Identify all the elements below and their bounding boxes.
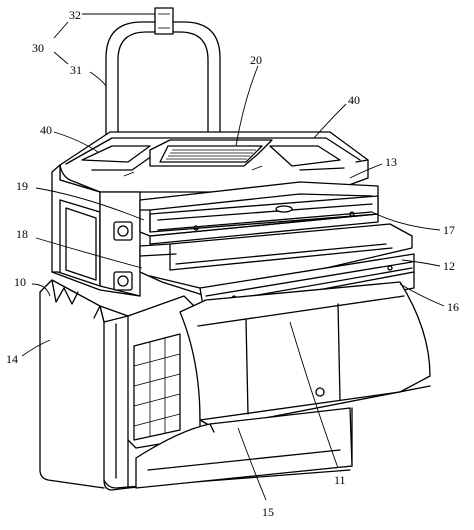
callout-16: 16 xyxy=(447,300,459,314)
callout-17: 17 xyxy=(443,223,455,237)
callout-40-left: 40 xyxy=(40,123,52,137)
callout-10: 10 xyxy=(14,275,26,289)
callout-18: 18 xyxy=(16,227,28,241)
callout-40-right: 40 xyxy=(348,93,360,107)
callout-30: 30 xyxy=(32,41,44,55)
callout-32: 32 xyxy=(69,8,81,22)
callout-12: 12 xyxy=(443,259,455,273)
cover-latch xyxy=(315,387,325,397)
upper-drawer-handle xyxy=(275,205,293,213)
callout-20: 20 xyxy=(250,53,262,67)
handle xyxy=(105,7,221,139)
right-compartment xyxy=(269,145,341,167)
leader-lines xyxy=(21,13,445,501)
left-compartment xyxy=(81,145,151,163)
callout-31: 31 xyxy=(70,63,82,77)
lower-lock-button xyxy=(113,271,133,291)
callout-14: 14 xyxy=(6,352,18,366)
callout-13: 13 xyxy=(385,155,397,169)
callout-15: 15 xyxy=(262,505,274,519)
top-lid xyxy=(59,131,369,193)
front-cover xyxy=(179,281,431,429)
handle-grip xyxy=(154,7,174,35)
upper-lock-button xyxy=(113,221,133,241)
callout-labels: 32 30 31 20 40 40 13 19 17 18 12 10 16 1… xyxy=(6,8,459,519)
callout-11: 11 xyxy=(334,473,346,487)
left-frame xyxy=(51,164,141,297)
bottom-panel xyxy=(135,407,353,489)
callout-19: 19 xyxy=(16,179,28,193)
upper-drawer xyxy=(139,181,379,245)
